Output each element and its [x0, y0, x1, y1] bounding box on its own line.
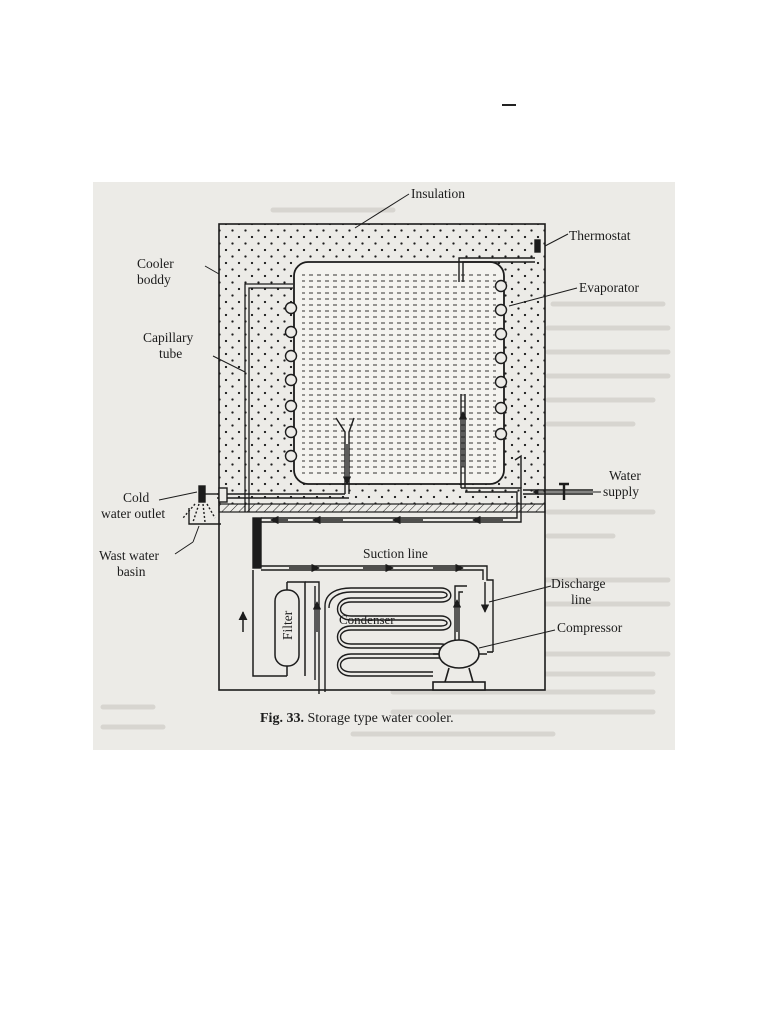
label-capillary-line1: Capillary [143, 330, 193, 345]
evaporator-coil-left [284, 301, 298, 463]
water-cooler-diagram: Insulation Thermostat Cooler boddy Evapo… [99, 186, 641, 726]
evaporator-coil-right [494, 279, 508, 441]
label-cold-outlet-line2: water outlet [101, 506, 165, 521]
caption-number: Fig. 33. [260, 711, 304, 726]
label-capillary-line2: tube [159, 346, 182, 361]
leader-lines [158, 193, 601, 649]
capillary-tube [244, 283, 293, 512]
suction-line [252, 508, 522, 652]
label-discharge-line1: Discharge [551, 576, 605, 591]
label-cold-outlet-line1: Cold [123, 490, 150, 505]
label-cooler-body-line1: Cooler [137, 256, 174, 271]
figure-caption: Fig. 33. Storage type water cooler. [260, 711, 454, 726]
compressor-unit [432, 639, 493, 691]
label-cooler-body-line2: boddy [137, 272, 171, 287]
label-insulation: Insulation [411, 186, 465, 201]
cold-water-outlet-pipe [217, 417, 355, 499]
label-water-supply-line2: supply [603, 484, 639, 499]
label-water-supply-line1: Water [609, 468, 641, 483]
label-waste-basin-line1: Wast water [99, 548, 160, 563]
label-discharge-line2: line [571, 592, 591, 607]
outlet-tap [182, 485, 228, 525]
page-mark-dash [502, 104, 516, 106]
caption-text: Storage type water cooler. [304, 711, 454, 726]
label-condenser: Condenser [339, 612, 395, 627]
thermostat-device [458, 239, 541, 282]
label-thermostat: Thermostat [569, 228, 631, 243]
label-filter: Filter [280, 610, 295, 640]
water-supply-pipe [458, 394, 593, 508]
label-compressor: Compressor [557, 620, 623, 635]
label-waste-basin-line2: basin [117, 564, 146, 579]
filter-drier [238, 570, 306, 677]
partition-shelf [218, 503, 546, 513]
scanned-figure: Insulation Thermostat Cooler boddy Evapo… [93, 182, 675, 750]
label-suction-line: Suction line [363, 546, 428, 561]
label-evaporator: Evaporator [579, 280, 639, 295]
water-lines [302, 270, 496, 476]
